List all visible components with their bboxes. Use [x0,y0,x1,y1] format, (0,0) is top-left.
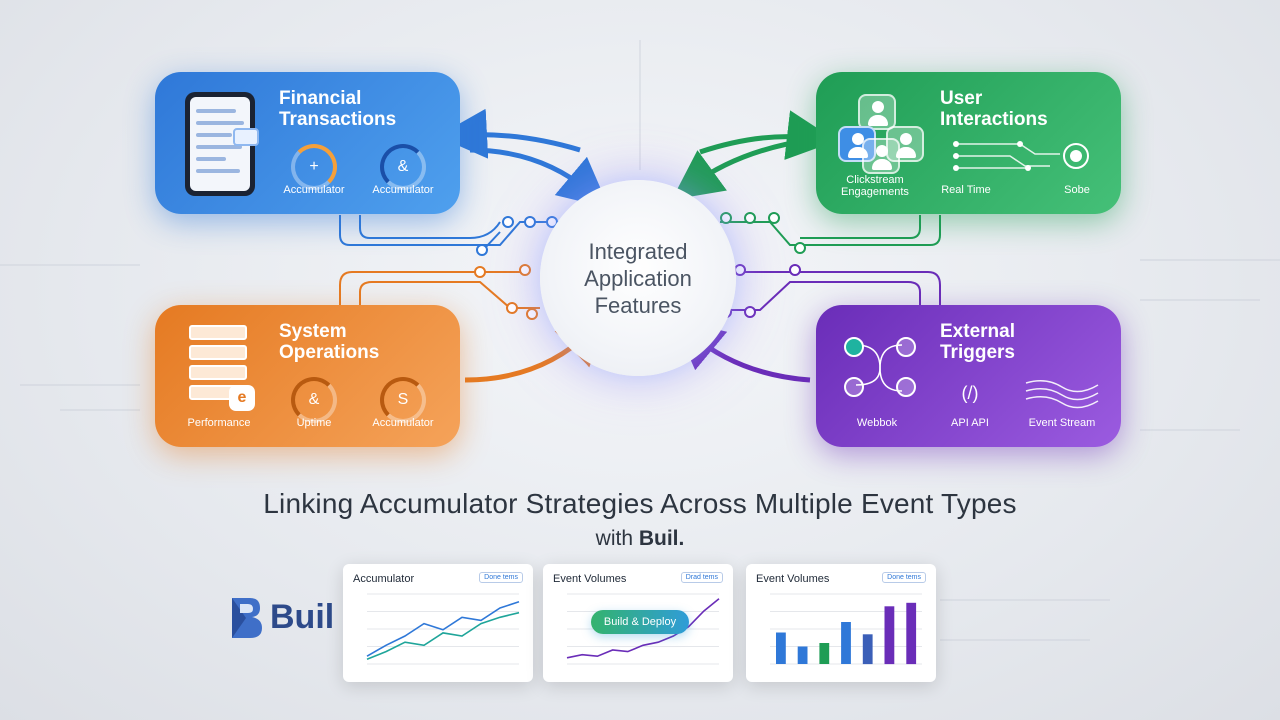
webhook-node-icon [896,377,916,397]
card-title: Financial Transactions [279,88,397,130]
financial-transactions-card[interactable]: Financial Transactions + & Accumulator A… [155,72,460,214]
series-line [366,601,520,657]
series-line [566,598,720,659]
accumulator-panel[interactable]: Accumulator Done tems [343,564,533,682]
user-icon [886,126,924,162]
webhook-label: Webbok [856,417,898,429]
event-stream-label: Event Stream [1028,417,1096,429]
uptime-gauge-icon: & [291,377,337,423]
accumulator-line-chart [366,593,520,665]
panel-button[interactable]: Done tems [479,572,523,583]
brand-logo[interactable]: Buil [226,594,334,640]
gauge-label: Accumulator [372,184,434,196]
realtime-label: Real Time [941,184,991,196]
subheadline: with Buil. [595,527,685,550]
server-badge-icon: e [229,385,255,411]
uptime-label: Uptime [296,417,332,429]
bar [797,646,808,664]
server-icon [189,365,247,380]
build-deploy-button[interactable]: Build & Deploy [591,610,689,634]
performance-label: Performance [187,417,251,429]
event-stream-icon [1025,380,1099,409]
panel-button[interactable]: Drad tems [680,572,723,583]
card-title: System Operations [279,321,380,363]
card-title: External Triggers [940,321,1015,363]
realtime-signal-icon [953,141,1089,171]
panel-button[interactable]: Done tems [882,572,926,583]
external-triggers-card[interactable]: External Triggers (/) Webbok API API Eve… [816,305,1121,447]
webhook-node-icon [844,337,864,357]
webhook-node-icon [844,377,864,397]
server-icon [189,325,247,340]
bar [884,606,895,665]
webhook-flow-icon [855,344,903,392]
accumulator-gauge-icon: S [380,377,426,423]
panel-title: Event Volumes [553,573,627,585]
card-badge-icon [233,128,259,146]
headline: Linking Accumulator Strategies Across Mu… [263,488,1017,519]
panel-title: Event Volumes [756,573,830,585]
integrated-features-hub: Integrated Application Features [540,180,736,376]
brand-name: Buil [270,597,335,636]
card-title: User Interactions [940,88,1048,130]
clickstream-label: Clickstream Engagements [841,174,909,198]
bar [819,643,830,664]
sobe-label: Sobe [1064,184,1090,196]
bar [776,632,786,664]
accumulator-label: Accumulator [372,417,434,429]
bar [841,622,851,664]
brand-mark-icon [232,598,262,638]
event-volumes-bar-panel[interactable]: Event Volumes Done tems [746,564,936,682]
webhook-node-icon [896,337,916,357]
user-interactions-card[interactable]: User Interactions Clickstream Engagement… [816,72,1121,214]
api-signal-icon: (/) [961,383,979,403]
accumulator-gauge-icon: & [380,144,426,190]
event-volumes-bar-chart [770,593,922,665]
accumulator-gauge-icon: + [291,144,337,190]
bar [862,634,873,665]
bar [906,602,917,665]
api-label: API API [951,417,989,429]
system-operations-card[interactable]: e System Operations & S Performance Upti… [155,305,460,447]
server-icon [189,345,247,360]
gauge-label: Accumulator [283,184,345,196]
series-line [366,611,520,661]
panel-title: Accumulator [353,573,415,585]
user-icon [858,94,896,130]
